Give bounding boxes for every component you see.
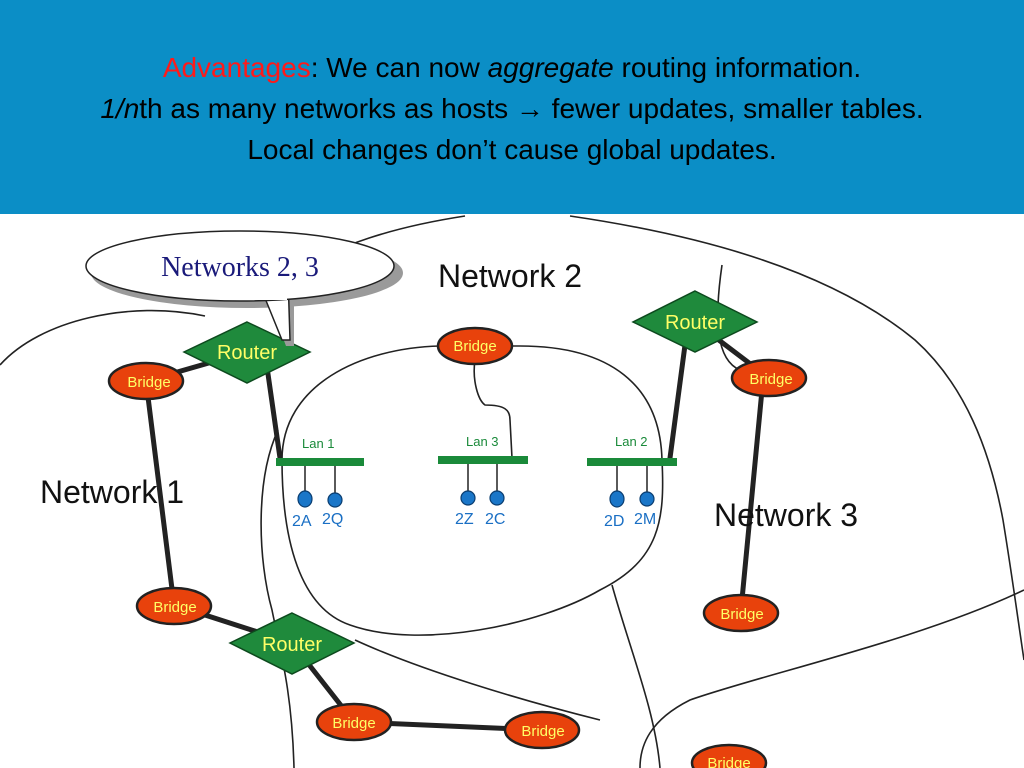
- router-2-label: Router: [665, 312, 725, 334]
- callout-text: Networks 2, 3: [161, 252, 319, 283]
- one-nth-term: 1/n: [100, 93, 140, 124]
- bridge-lan3: [436, 326, 514, 366]
- host-stems: [304, 464, 648, 493]
- network-3-label: Network 3: [714, 497, 858, 533]
- lan-1-bar: [276, 458, 364, 466]
- host-2z-label: 2Z: [455, 511, 474, 528]
- host-nodes: [297, 490, 655, 508]
- callout-bubble: [85, 230, 395, 302]
- host-2a-label: 2A: [292, 513, 312, 530]
- lan-2-label: Lan 2: [615, 434, 648, 449]
- advantages-label: Advantages: [162, 52, 311, 83]
- host-2a-node: [297, 490, 313, 508]
- host-2c-label: 2C: [485, 511, 505, 528]
- title-line-2-rest: fewer updates, smaller tables.: [543, 93, 924, 124]
- aggregate-word: aggregate: [487, 52, 614, 83]
- network-boundary-left: [260, 429, 295, 768]
- bridge-bottom-left: [315, 702, 393, 742]
- host-2z-node: [460, 490, 476, 506]
- lan-segments: Lan 1 Lan 3 Lan 2: [276, 434, 677, 466]
- title-line-2: 1/nth as many networks as hosts → fewer …: [0, 92, 1024, 126]
- title-line-1: Advantages: We can now aggregate routing…: [0, 51, 1024, 85]
- bridge-bottom-right: [503, 710, 581, 750]
- bridge-4-label: Bridge: [153, 599, 196, 616]
- link-bridge-bridge-network3: [738, 387, 765, 613]
- network-labels: Network 1 Network 2 Network 3: [40, 258, 858, 533]
- lan-2-bar: [587, 458, 677, 466]
- network-1-label: Network 1: [40, 474, 184, 510]
- bridge-8-label: Bridge: [707, 755, 750, 768]
- bridge-network-3-top: [730, 358, 808, 398]
- network-1-lower-boundary: [354, 639, 601, 721]
- title-line-1-rest: routing information.: [613, 52, 862, 83]
- bridge-2-label: Bridge: [453, 338, 496, 355]
- host-2d-node: [609, 490, 625, 508]
- network-3-inner-boundary: [639, 589, 1024, 768]
- bridge-1-label: Bridge: [127, 374, 170, 391]
- host-2c-node: [489, 490, 505, 506]
- router-network-2-3: [631, 290, 759, 353]
- link-router-lan2: [667, 327, 690, 461]
- lan-3-label: Lan 3: [466, 434, 499, 449]
- bridge-5-label: Bridge: [720, 606, 763, 623]
- router-1-label: Router: [217, 342, 277, 364]
- bridges: [107, 326, 808, 768]
- host-2m-node: [639, 491, 655, 507]
- bridge-7-label: Bridge: [521, 723, 564, 740]
- callout-seam-cover: [257, 290, 287, 300]
- host-2q-label: 2Q: [322, 511, 343, 528]
- bridge-network-3-bottom: [702, 593, 780, 633]
- routers: Router Router Router: [182, 290, 759, 675]
- bridge-bottom-edge: [690, 743, 768, 768]
- title-line-1-text: : We can now: [310, 52, 488, 83]
- network-2-outer-edge: [569, 215, 1024, 661]
- title-banner: [0, 0, 1024, 214]
- link-router-lan1: [263, 357, 283, 461]
- bridge-network-1-top: [107, 361, 185, 401]
- network-1-outline: [0, 309, 206, 366]
- network-boundaries: [0, 215, 1024, 768]
- router-3-label: Router: [262, 634, 322, 656]
- routing-table-callout: Networks 2, 3: [85, 230, 403, 346]
- bridge-labels: Bridge Bridge Bridge Bridge Bridge Bridg…: [127, 338, 792, 768]
- link-bridge-lan3: [473, 359, 513, 459]
- host-2m-label: 2M: [634, 511, 656, 528]
- title-line-2-text: th as many networks as hosts: [139, 93, 516, 124]
- host-labels: 2A 2Q 2Z 2C 2D 2M: [292, 511, 656, 530]
- arrow-icon: →: [515, 93, 544, 124]
- router-network-1-bottom: [228, 612, 356, 675]
- host-2q-node: [327, 492, 343, 508]
- link-bridge-bridge-network1: [143, 378, 177, 608]
- host-2d-label: 2D: [604, 513, 624, 530]
- network-2-lower-boundary: [611, 584, 661, 768]
- bridge-6-label: Bridge: [332, 715, 375, 732]
- lan-enclosure: [281, 345, 664, 636]
- title-line-3: Local changes don’t cause global updates…: [247, 134, 777, 165]
- network-2-label: Network 2: [438, 258, 582, 294]
- bridge-network-1-bottom: [135, 586, 213, 626]
- lan-1-label: Lan 1: [302, 436, 335, 451]
- lan-3-bar: [438, 456, 528, 464]
- bridge-3-label: Bridge: [749, 371, 792, 388]
